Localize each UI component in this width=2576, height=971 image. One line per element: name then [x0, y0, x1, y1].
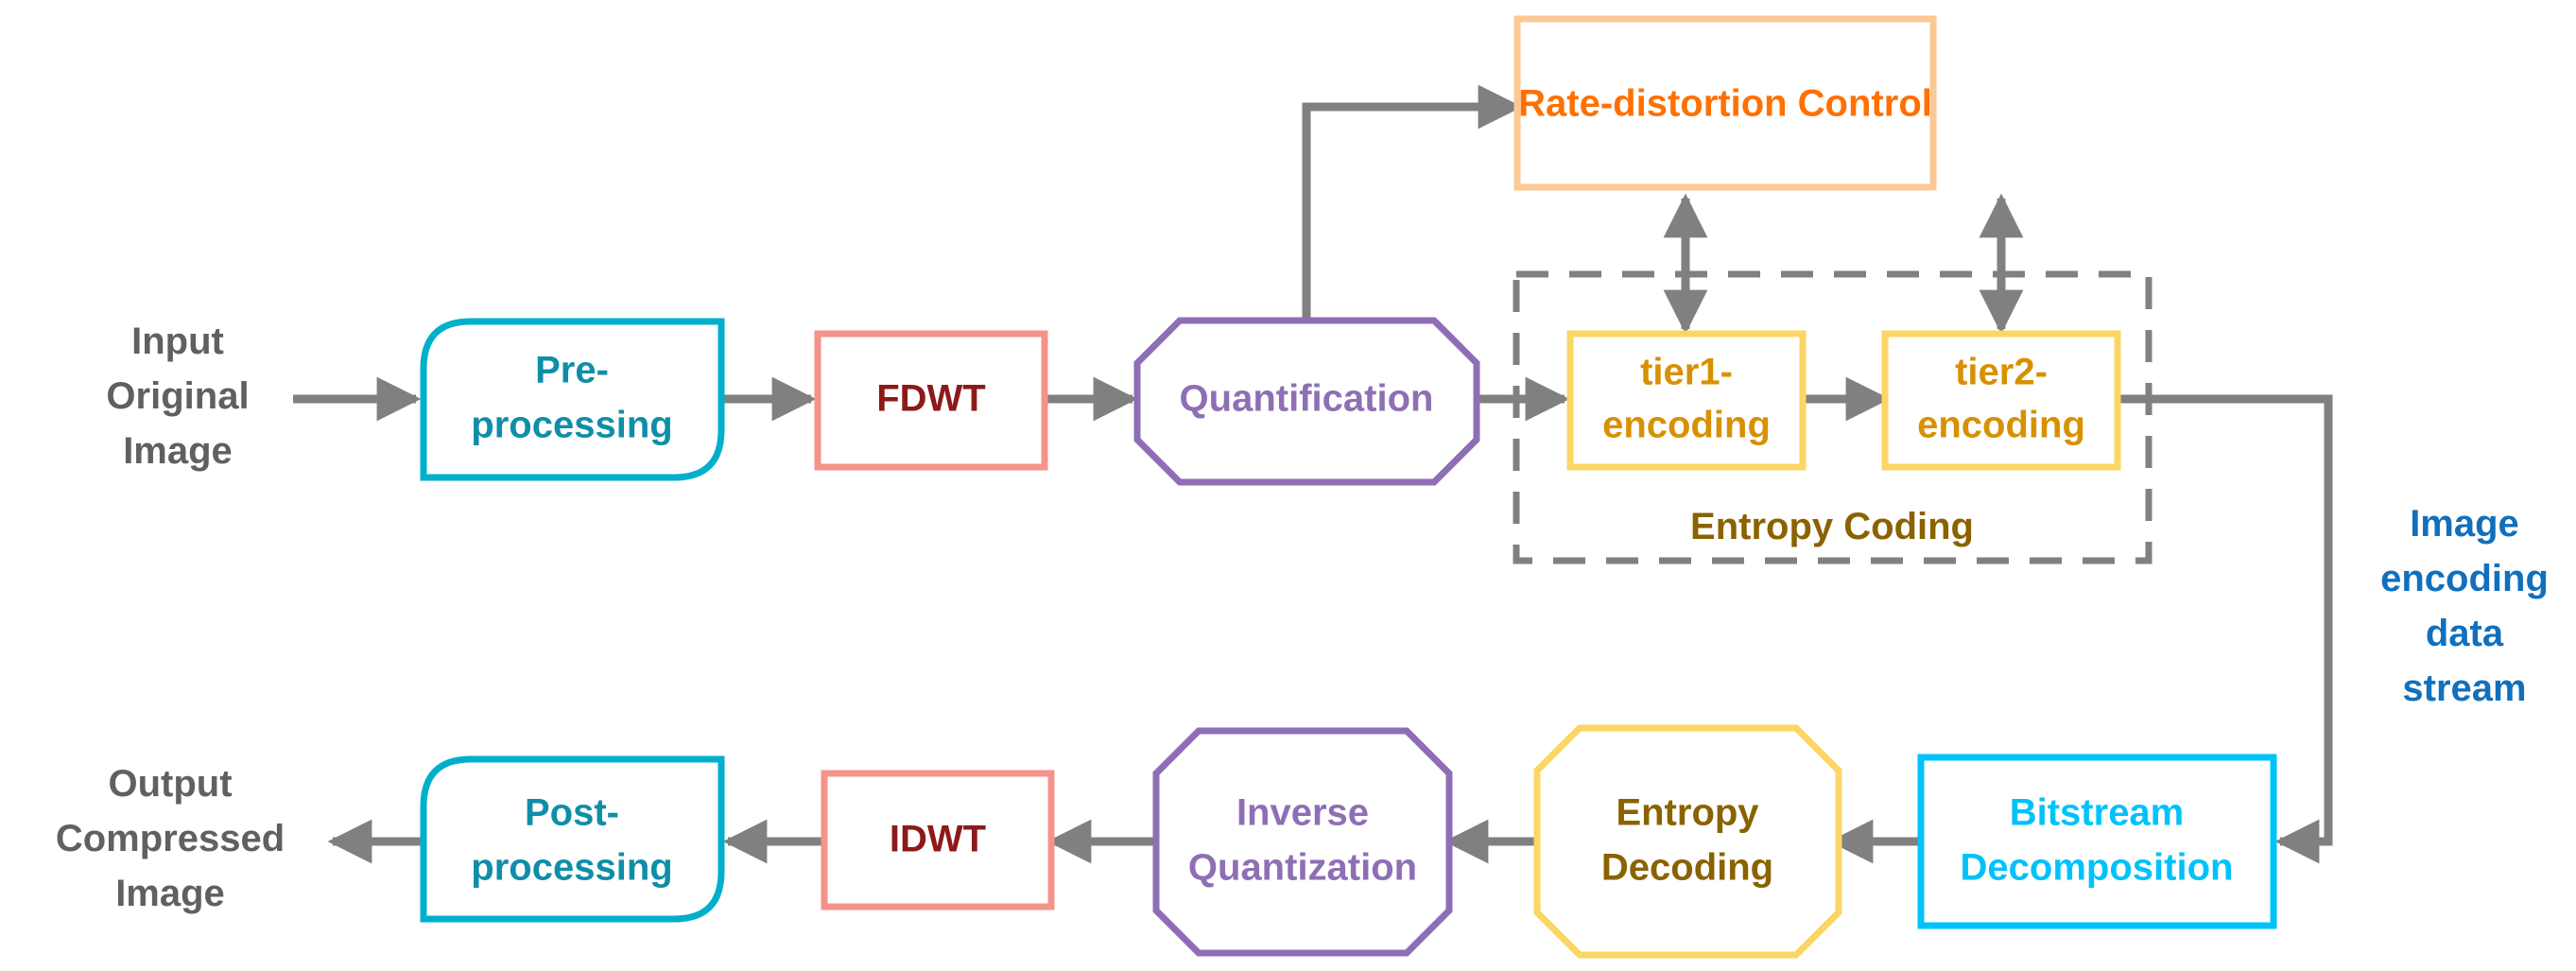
tier1-encoding-label-line2: encoding	[1602, 405, 1771, 446]
entropy-decoding-label-line2: Decoding	[1601, 847, 1773, 889]
stream-label: Image encoding data stream	[2380, 503, 2549, 709]
quantification-label: Quantification	[1180, 378, 1434, 420]
node-bitstream-decomposition[interactable]: Bitstream Decomposition	[1917, 754, 2277, 929]
node-tier1-encoding[interactable]: tier1- encoding	[1566, 330, 1807, 471]
post-processing-label-line1: Post-	[525, 792, 619, 834]
tier2-encoding-label-line2: encoding	[1917, 405, 2085, 446]
tier2-encoding-label-line1: tier2-	[1955, 352, 2048, 393]
stream-label-line2: encoding	[2380, 558, 2549, 599]
node-tier2-encoding[interactable]: tier2- encoding	[1881, 330, 2121, 471]
node-fdwt[interactable]: FDWT	[814, 330, 1048, 471]
entropy-coding-group-label: Entropy Coding	[1690, 506, 1974, 547]
output-label: Output Compressed Image	[56, 763, 285, 914]
bitstream-decomposition-label-line2: Decomposition	[1961, 847, 2234, 889]
node-pre-processing[interactable]: Pre- processing	[420, 318, 725, 481]
quantification-shape[interactable]	[1133, 317, 1480, 486]
fdwt-label: FDWT	[876, 378, 986, 420]
idwt-label: IDWT	[890, 819, 986, 860]
tier1-encoding-label-line1: tier1-	[1640, 352, 1733, 393]
node-rate-distortion-control[interactable]: Rate-distortion Control	[1513, 15, 1937, 191]
stream-label-line4: stream	[2402, 668, 2526, 709]
pre-processing-label-line1: Pre-	[535, 350, 609, 391]
connector-tier2-to-bitstream	[2118, 394, 2333, 864]
output-label-line3: Image	[115, 873, 225, 914]
rate-distortion-control-label: Rate-distortion Control	[1518, 83, 1932, 125]
rate-distortion-control-shape[interactable]	[1513, 15, 1937, 191]
node-quantification[interactable]: Quantification	[1133, 317, 1480, 486]
bitstream-decomposition-shape[interactable]	[1917, 754, 2277, 929]
pre-processing-shape[interactable]	[420, 318, 725, 481]
node-entropy-decoding[interactable]: Entropy Decoding	[1533, 724, 1842, 959]
stream-label-line3: data	[2426, 613, 2504, 654]
output-label-line2: Compressed	[56, 818, 285, 859]
entropy-coding-group: Entropy Coding	[1513, 270, 2152, 564]
node-inverse-quantization[interactable]: Inverse Quantization	[1152, 727, 1453, 957]
inverse-quantization-label-line1: Inverse	[1236, 792, 1369, 834]
inverse-quantization-shape[interactable]	[1152, 727, 1453, 957]
input-label-line1: Input	[131, 321, 224, 362]
pre-processing-label-line2: processing	[471, 405, 672, 446]
input-label-line2: Original	[106, 375, 249, 417]
input-label: Input Original Image	[106, 321, 249, 472]
post-processing-shape[interactable]	[420, 755, 725, 923]
fdwt-shape[interactable]	[814, 330, 1048, 471]
entropy-coding-group-border	[1513, 270, 2152, 564]
output-label-line1: Output	[108, 763, 232, 805]
post-processing-label-line2: processing	[471, 847, 672, 889]
entropy-decoding-shape[interactable]	[1533, 724, 1842, 959]
tier2-encoding-shape[interactable]	[1881, 330, 2121, 471]
node-post-processing[interactable]: Post- processing	[420, 755, 725, 923]
connector-layer	[293, 84, 2333, 864]
inverse-quantization-label-line2: Quantization	[1188, 847, 1417, 889]
idwt-shape[interactable]	[821, 770, 1055, 910]
node-idwt[interactable]: IDWT	[821, 770, 1055, 910]
bitstream-decomposition-label-line1: Bitstream	[2010, 792, 2185, 834]
tier1-encoding-shape[interactable]	[1566, 330, 1807, 471]
connector-quantification-to-rate-distortion	[1302, 84, 1523, 321]
stream-label-line1: Image	[2410, 503, 2519, 545]
input-label-line3: Image	[123, 430, 233, 472]
entropy-decoding-label-line1: Entropy	[1616, 792, 1759, 834]
